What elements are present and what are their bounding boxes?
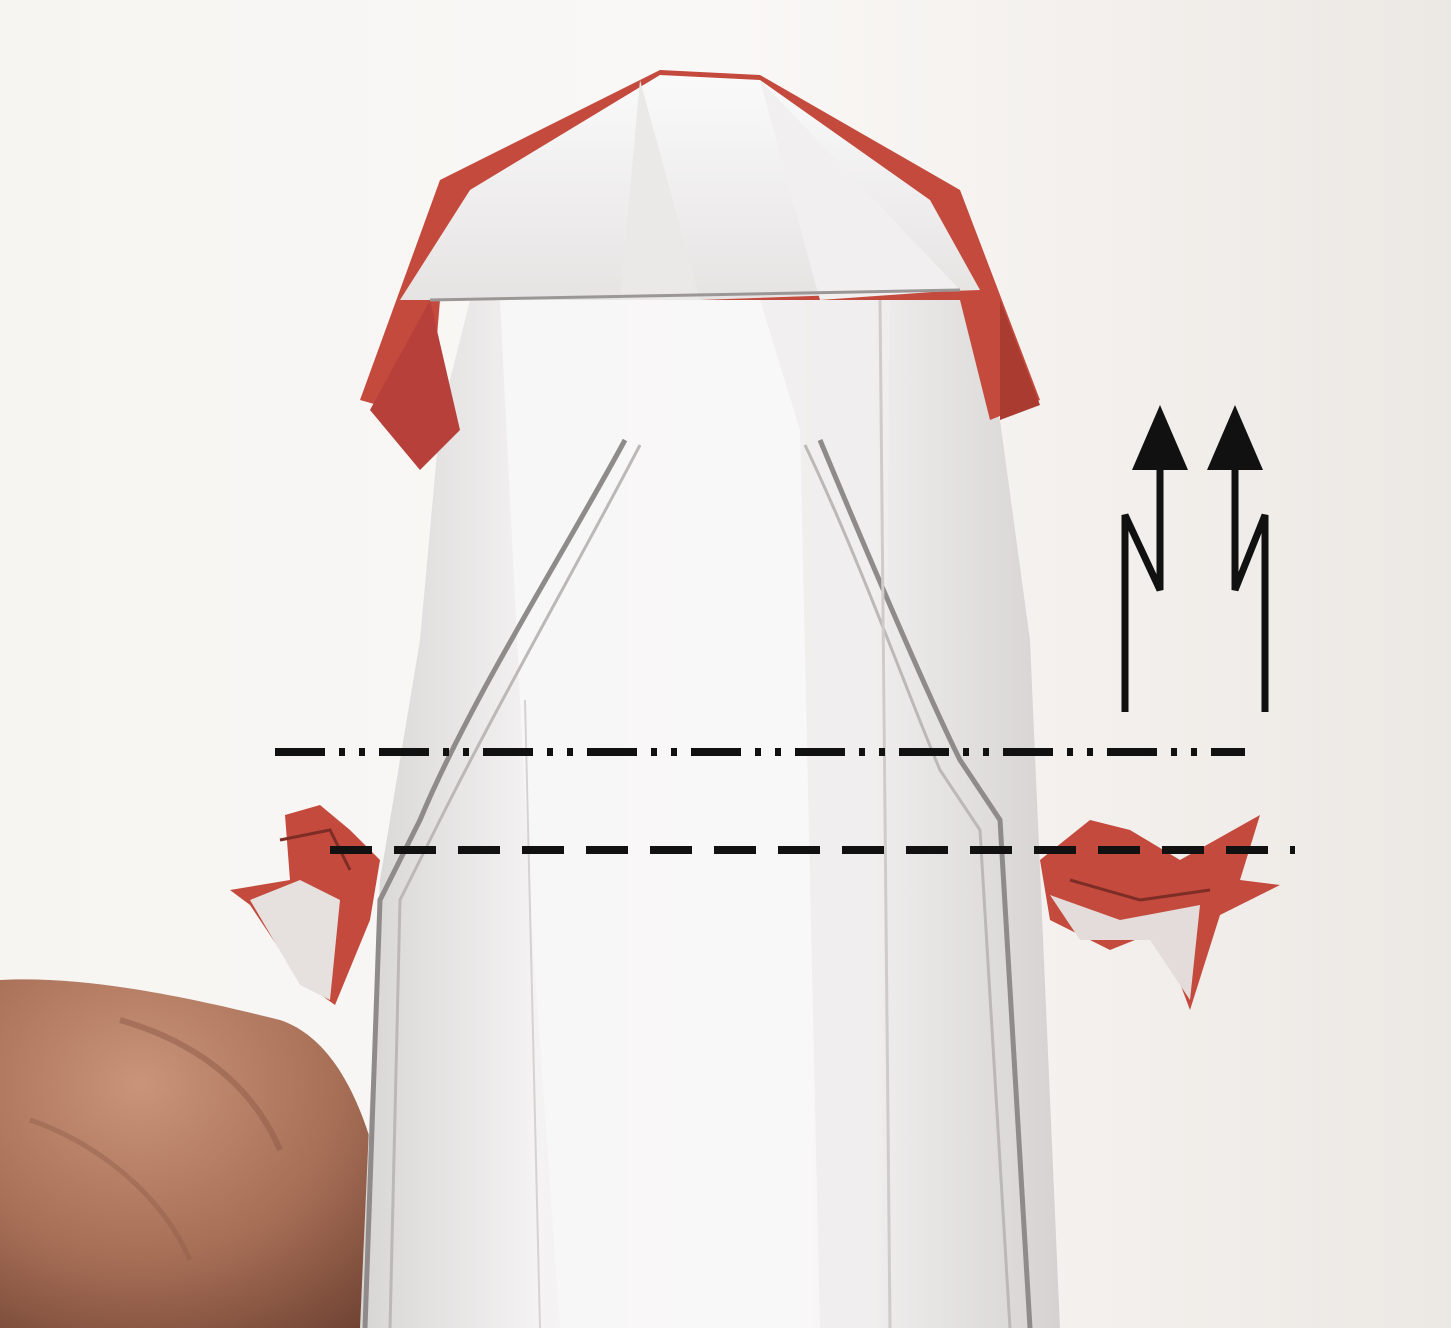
origami-body [360, 300, 1060, 1328]
